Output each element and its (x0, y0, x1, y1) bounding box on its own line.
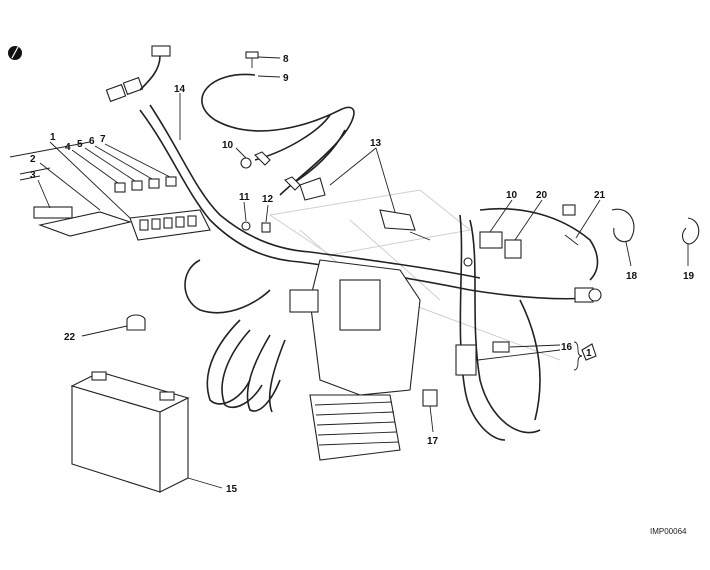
callout-10-relay: 10 (506, 190, 518, 201)
callout-5: 5 (77, 139, 83, 150)
callout-19: 19 (683, 271, 695, 282)
reference-code: IMP00064 (650, 527, 687, 536)
terminal-cap-22 (126, 314, 146, 331)
callout-20: 20 (536, 190, 548, 201)
fuse-holder-16 (455, 344, 477, 376)
callout-1: 1 (50, 132, 56, 143)
callout-17: 17 (427, 436, 439, 447)
callout-4: 4 (65, 142, 71, 153)
connector-cluster (105, 45, 171, 103)
callout-22: 22 (64, 332, 76, 343)
relay-bracket (379, 209, 431, 241)
connector-17 (422, 389, 438, 407)
starter-relay (463, 231, 522, 267)
callout-9: 9 (283, 73, 289, 84)
battery (70, 371, 190, 493)
frame-center-block (289, 259, 421, 396)
callout-12: 12 (262, 194, 274, 205)
voltage-regulator (309, 394, 401, 461)
nut-10-icon (240, 157, 252, 169)
connector-21 (562, 204, 579, 246)
callout-7: 7 (100, 134, 106, 145)
callout-labels: 1 2 3 4 5 6 7 8 9 10 11 12 13 14 15 16 1… (30, 54, 695, 495)
harness-end-connector (574, 287, 602, 303)
battery-cables (254, 114, 346, 201)
callout-6: 6 (89, 136, 95, 147)
callout-11: 11 (239, 192, 250, 203)
callout-16: 16 (561, 342, 573, 353)
nut-12-icon (261, 222, 271, 233)
fuse-box (33, 176, 211, 241)
callout-2: 2 (30, 154, 36, 165)
leader-lines (9, 56, 689, 489)
callout-21: 21 (594, 190, 606, 201)
cable-clip-18-icon (611, 208, 635, 243)
callout-8: 8 (283, 54, 289, 65)
fuse-16 (492, 341, 510, 353)
cable-clip-19-icon (681, 217, 700, 245)
ground-lead (201, 51, 355, 196)
callout-14: 14 (174, 84, 186, 95)
callout-1-kit: 1 (586, 348, 592, 359)
callout-10-nut: 10 (222, 140, 234, 151)
callout-13: 13 (370, 138, 382, 149)
callout-15: 15 (226, 484, 238, 495)
callout-3: 3 (30, 170, 36, 181)
callout-18: 18 (626, 271, 638, 282)
nut-11-icon (241, 221, 251, 231)
